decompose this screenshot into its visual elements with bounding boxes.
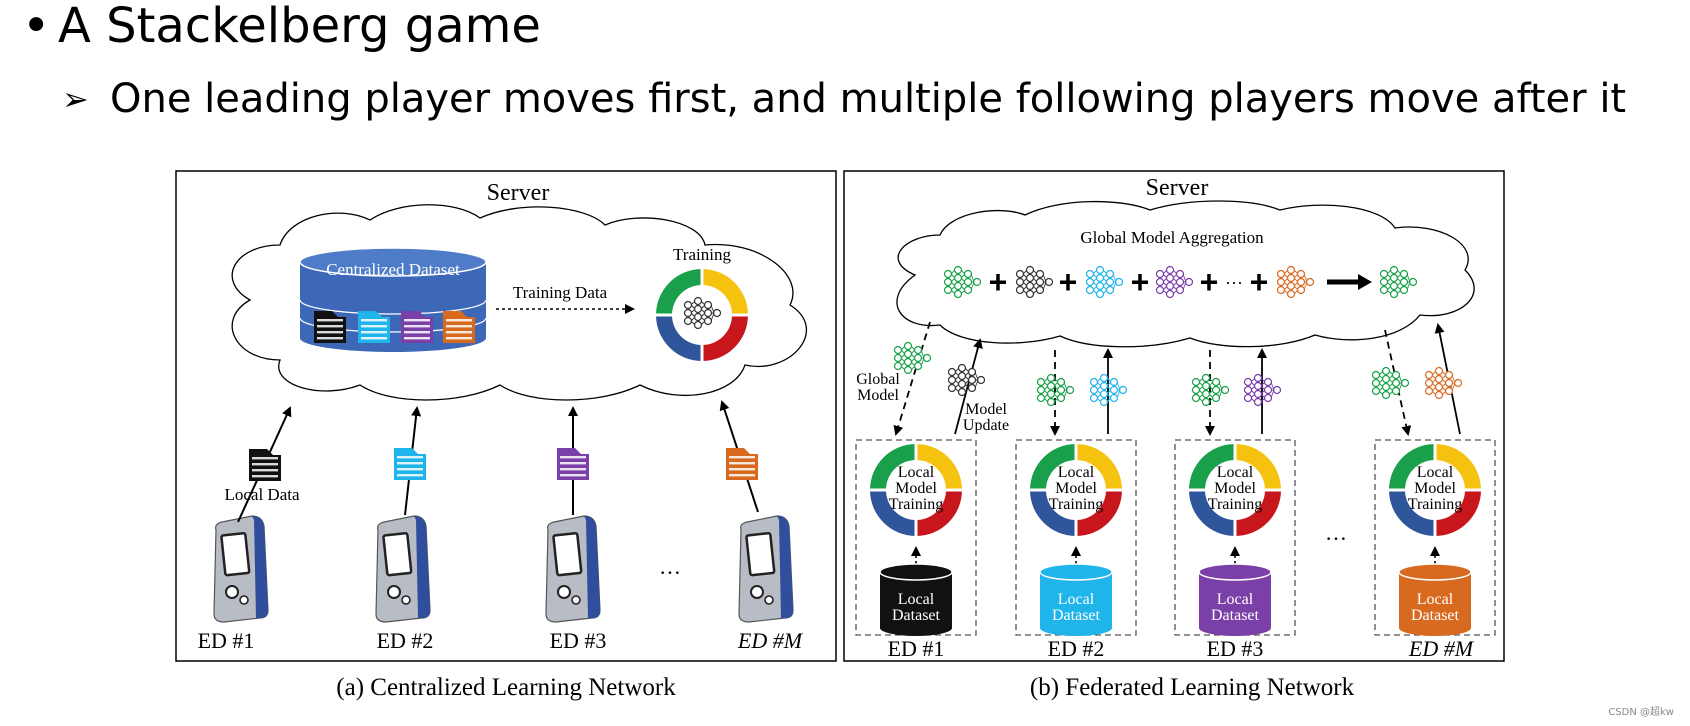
panel-a-device-label-2: ED #2 <box>377 628 434 653</box>
panel-b-server-label: Server <box>1146 175 1209 201</box>
training-data-label: Training Data <box>513 283 608 302</box>
panel-b-device-label-2: ED #2 <box>1048 636 1105 661</box>
local-training-m-l2: Model <box>1414 480 1456 497</box>
local-dataset-2-l2: Dataset <box>1052 607 1101 624</box>
global-model-label-l2: Model <box>857 387 899 404</box>
client-group-2 <box>1015 439 1137 637</box>
centralized-dataset-cylinder <box>299 247 487 352</box>
centralized-dataset-label: Centralized Dataset <box>326 260 460 279</box>
panel-b-device-label-m: ED #M <box>1408 636 1475 661</box>
local-dataset-3-l2: Dataset <box>1211 607 1260 624</box>
local-training-3-l1: Local <box>1217 464 1254 481</box>
local-training-3-l2: Model <box>1214 480 1256 497</box>
local-dataset-1-l1: Local <box>898 591 935 608</box>
model-update-label-l1: Model <box>965 401 1007 418</box>
local-training-1-l1: Local <box>898 464 935 481</box>
panel-a-device-label-1: ED #1 <box>198 628 255 653</box>
local-dataset-2-l1: Local <box>1058 591 1095 608</box>
panel-b-ellipsis: … <box>1325 520 1347 545</box>
watermark: CSDN @超kw <box>1608 707 1674 718</box>
device-ed2-phone-icon <box>374 514 432 624</box>
local-dataset-m-l1: Local <box>1417 591 1454 608</box>
plus-icon-5: + <box>1250 264 1269 300</box>
training-label: Training <box>673 245 731 264</box>
model-update-label-l2: Update <box>963 417 1009 434</box>
panel-a-server-label: Server <box>487 180 550 206</box>
bullet1-text: A Stackelberg game <box>58 0 541 54</box>
local-training-1-l2: Model <box>895 480 937 497</box>
local-training-2-l1: Local <box>1058 464 1095 481</box>
panel-b-device-label-3: ED #3 <box>1207 636 1264 661</box>
client-group-3 <box>1174 439 1296 637</box>
local-training-2-l2: Model <box>1055 480 1097 497</box>
plus-icon-3: + <box>1131 264 1150 300</box>
plus-icon-1: + <box>989 264 1008 300</box>
local-dataset-labels: Local Dataset Local Dataset Local Datase… <box>892 591 1460 624</box>
plus-icon-2: + <box>1059 264 1078 300</box>
device-ed1-phone-icon <box>212 514 270 624</box>
client-group-1 <box>855 439 977 637</box>
client-group-m <box>1374 439 1496 637</box>
local-training-2-l3: Training <box>1049 496 1104 513</box>
local-training-m-l3: Training <box>1408 496 1463 513</box>
local-data-label: Local Data <box>224 485 299 504</box>
arrowhead-bullet-icon: ➢ <box>62 80 89 118</box>
local-dataset-3-l1: Local <box>1217 591 1254 608</box>
panel-b-device-label-1: ED #1 <box>888 636 945 661</box>
device-edm-phone-icon <box>737 514 795 624</box>
local-training-labels: Local Model Training Local Model Trainin… <box>889 464 1463 513</box>
local-training-1-l3: Training <box>889 496 944 513</box>
local-training-3-l3: Training <box>1208 496 1263 513</box>
local-dataset-1-l2: Dataset <box>892 607 941 624</box>
bullet-dot-icon: • <box>22 0 51 54</box>
panel-a-ellipsis: … <box>659 554 681 579</box>
aggregation-label: Global Model Aggregation <box>1080 228 1264 247</box>
plus-icon-4: + <box>1200 264 1219 300</box>
panel-a-device-label-m: ED #M <box>737 628 804 653</box>
local-training-m-l1: Local <box>1417 464 1454 481</box>
device-ed3-phone-icon <box>544 514 602 624</box>
panel-b-caption: (b) Federated Learning Network <box>1030 674 1355 701</box>
panel-a-caption: (a) Centralized Learning Network <box>336 674 676 701</box>
bullet2-text: One leading player moves first, and mult… <box>110 76 1627 122</box>
local-dataset-m-l2: Dataset <box>1411 607 1460 624</box>
aggregation-ellipsis: ··· <box>1225 272 1243 292</box>
panel-a-device-label-3: ED #3 <box>550 628 607 653</box>
download-arrow-1 <box>893 321 931 436</box>
global-model-label-l1: Global <box>856 371 900 388</box>
panel-b-cloud <box>896 200 1475 348</box>
aggregation-result-arrow-head <box>1358 274 1372 290</box>
